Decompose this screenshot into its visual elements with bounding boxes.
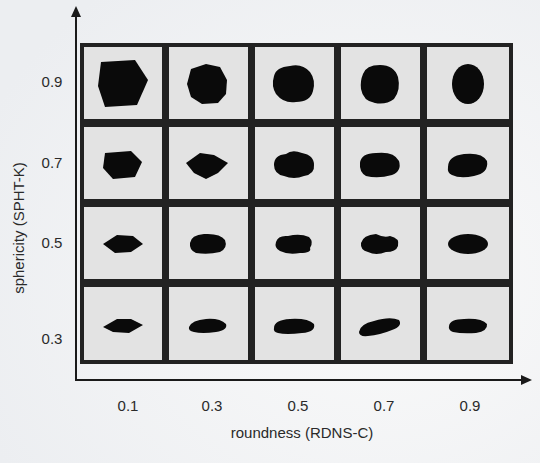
axis-title: roundness (RDNS-C) — [231, 424, 374, 442]
tick-label: 0.3 — [202, 397, 223, 415]
tick-label: 0.9 — [460, 397, 481, 415]
tick-label: 0.7 — [374, 397, 395, 415]
tick-label: 0.1 — [118, 397, 139, 415]
axes — [71, 6, 532, 385]
tick-label: 0.7 — [42, 154, 63, 172]
axis-title: sphericity (SPHT-K) — [10, 162, 28, 294]
tick-label: 0.5 — [288, 397, 309, 415]
tick-label: 0.5 — [42, 234, 63, 252]
grid — [80, 43, 513, 364]
tick-label: 0.3 — [42, 330, 63, 348]
particle-shapes — [98, 60, 488, 336]
tick-label: 0.9 — [42, 73, 63, 91]
